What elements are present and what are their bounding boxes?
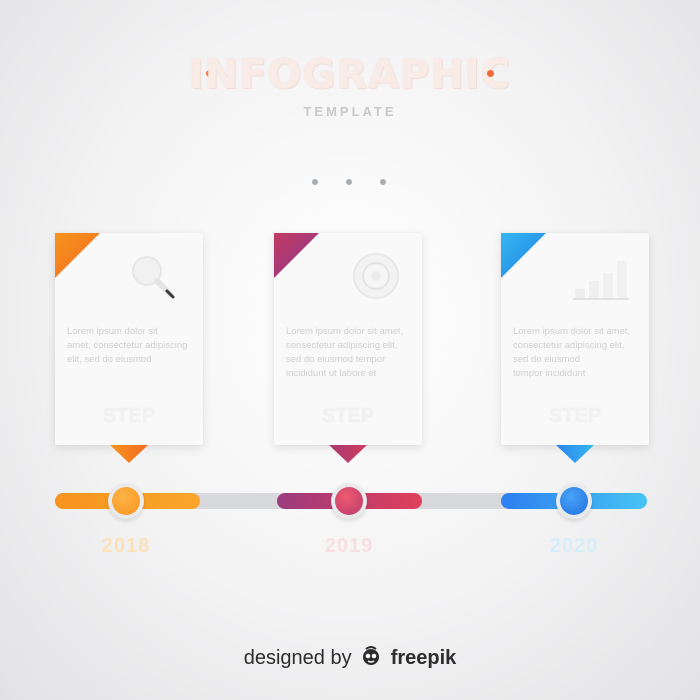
step-card-2: Lorem ipsum dolor sit amet, consectetur … xyxy=(274,233,422,463)
card-step-label: STEP xyxy=(321,405,375,427)
timeline-node-3 xyxy=(556,483,592,519)
magnifier-icon xyxy=(132,256,175,299)
card-body-text: Lorem ipsum dolor sit amet, consectetur … xyxy=(67,326,188,365)
timeline-node-1 xyxy=(108,483,144,519)
attribution-prefix: designed by xyxy=(243,647,352,669)
card-pointer xyxy=(329,445,367,463)
timeline-year-3: 2020 xyxy=(549,535,599,557)
infographic-title: INFOGRAPHIC xyxy=(188,52,512,98)
pagination-dots xyxy=(312,179,388,187)
timeline-year-2: 2019 xyxy=(324,535,374,557)
card-corner-ribbon xyxy=(55,233,100,278)
card-step-label: STEP xyxy=(102,405,156,427)
card-body-text: Lorem ipsum dolor sit amet, consectetur … xyxy=(286,326,404,379)
step-card-1: Lorem ipsum dolor sit amet, consectetur … xyxy=(55,233,203,463)
timeline-node-fill xyxy=(335,487,363,515)
attribution-brand: freepik xyxy=(390,647,457,669)
card-pointer xyxy=(556,445,594,463)
target-icon xyxy=(353,253,399,299)
step-card-3: Lorem ipsum dolor sit amet, consectetur … xyxy=(501,233,649,463)
dot xyxy=(312,179,318,185)
card-corner-ribbon xyxy=(501,233,546,278)
card-pointer xyxy=(110,445,148,463)
card-corner-ribbon xyxy=(274,233,319,278)
bar-chart-icon xyxy=(573,261,629,300)
freepik-logo-icon xyxy=(363,646,380,665)
attribution-footer: designed by freepik xyxy=(0,645,700,670)
timeline-year-1: 2018 xyxy=(101,535,151,557)
timeline-node-fill xyxy=(112,487,140,515)
timeline-node-fill xyxy=(560,487,588,515)
title-right-dot xyxy=(487,70,494,77)
infographic-subtitle: TEMPLATE xyxy=(303,104,397,119)
title-left-dot xyxy=(206,70,213,77)
card-step-label: STEP xyxy=(548,405,602,427)
timeline-node-2 xyxy=(331,483,367,519)
dot xyxy=(346,179,352,185)
dot xyxy=(380,179,386,185)
card-body-text: Lorem ipsum dolor sit amet, consectetur … xyxy=(513,326,631,379)
